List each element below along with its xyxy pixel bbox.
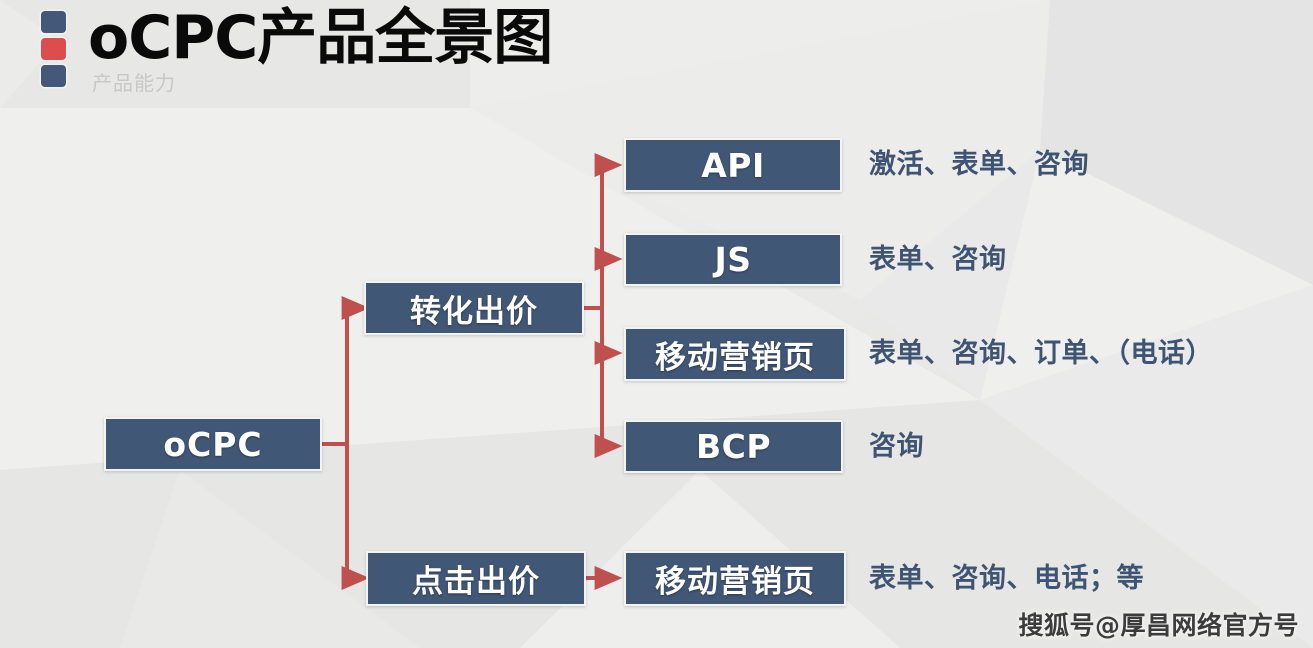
annotation-js: 表单、咨询 [869,244,1007,275]
annotation-mobile-landing-page-click: 表单、咨询、电话；等 [869,563,1144,594]
node-label: BCP [695,427,772,466]
page-subtitle: 产品能力 [92,71,176,95]
node-js[interactable]: JS [624,233,842,286]
page-title: oCPC产品全景图 [88,3,553,73]
node-label: 移动营销页 [655,564,815,600]
annotation-mobile-landing-page-conversion: 表单、咨询、订单、（电话） [869,338,1213,369]
annotation-bcp: 咨询 [869,431,924,462]
node-label: 移动营销页 [655,339,815,376]
node-ocpc-root[interactable]: oCPC [104,417,322,471]
logo-mark [41,11,67,91]
node-label: 转化出价 [410,293,538,330]
annotation-api: 激活、表单、咨询 [869,149,1089,180]
slide-header: oCPC产品全景图 产品能力 [0,0,1313,108]
node-label: 点击出价 [412,564,540,600]
logo-block-middle [41,38,66,60]
watermark: 搜狐号@厚昌网络官方号 [1018,611,1299,640]
node-label: oCPC [163,424,263,464]
node-mobile-landing-page-click[interactable]: 移动营销页 [624,551,846,606]
logo-block-bottom [41,65,66,87]
node-click-bid[interactable]: 点击出价 [366,551,586,606]
node-api[interactable]: API [624,138,842,192]
node-label: API [701,145,765,185]
node-bcp[interactable]: BCP [624,420,843,473]
node-label: JS [714,240,752,279]
logo-block-top [41,11,66,33]
node-mobile-landing-page-conversion[interactable]: 移动营销页 [624,327,846,381]
node-conversion-bid[interactable]: 转化出价 [364,281,584,335]
